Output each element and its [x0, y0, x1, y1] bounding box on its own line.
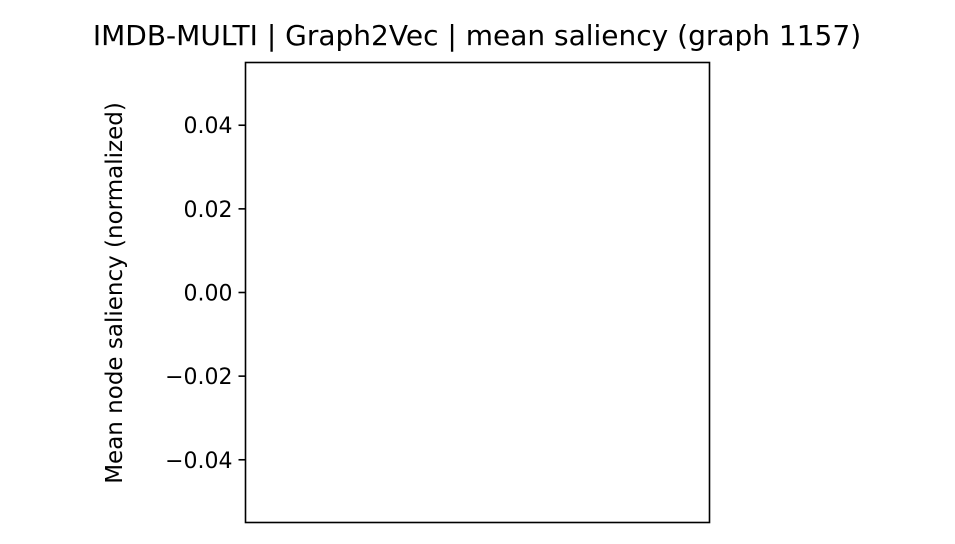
y-tick-label: −0.02: [165, 365, 232, 390]
y-axis-ticks: 0.04 0.02 0.00 −0.02 −0.04: [165, 114, 246, 474]
y-tick-label: 0.02: [184, 198, 233, 223]
chart-title: IMDB-MULTI | Graph2Vec | mean saliency (…: [93, 19, 861, 52]
y-tick-label: 0.00: [184, 282, 233, 307]
y-tick-label: −0.04: [165, 449, 232, 474]
y-axis-label: Mean node saliency (normalized): [102, 102, 128, 484]
y-tick-label: 0.04: [184, 114, 233, 139]
plot-area: [244, 61, 711, 524]
